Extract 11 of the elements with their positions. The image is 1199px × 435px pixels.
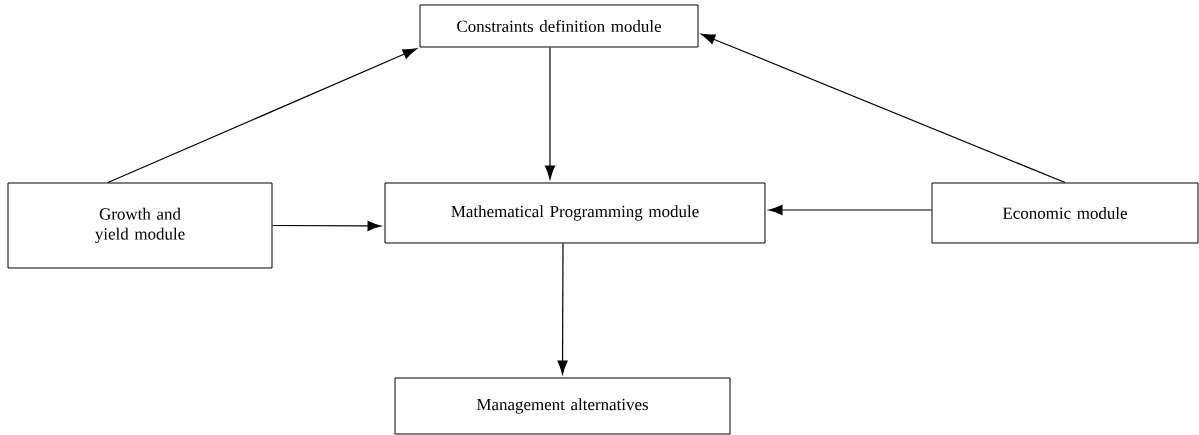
arrow — [271, 220, 382, 231]
module-box: Management alternatives — [394, 377, 731, 435]
module-box: Economic module — [931, 182, 1199, 244]
arrow — [544, 46, 556, 180]
arrow — [107, 48, 417, 184]
module-box: Mathematical Programming module — [384, 182, 766, 244]
arrow — [557, 242, 568, 375]
module-box: Constraints definition module — [419, 4, 699, 48]
arrow — [701, 33, 1066, 184]
module-box: Growth and yield module — [7, 182, 273, 269]
arrow — [768, 204, 933, 216]
